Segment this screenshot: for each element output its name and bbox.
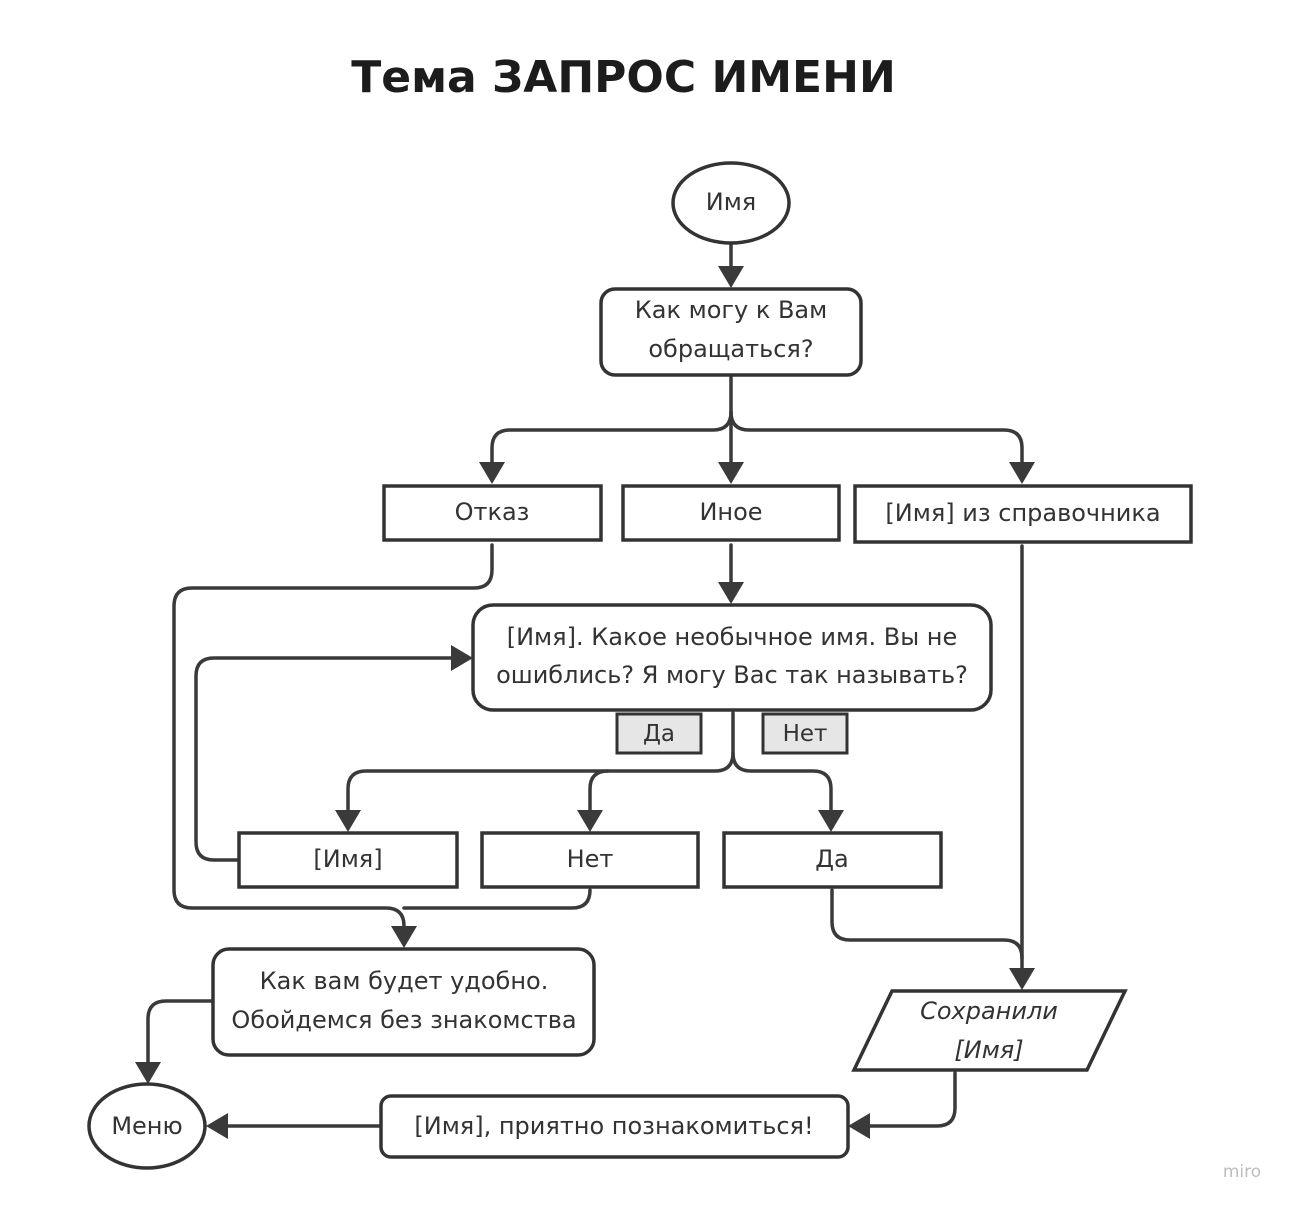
- node-refusal: Отказ: [382, 484, 603, 542]
- node-convenient-label-line2: Обойдемся без знакомства: [231, 1006, 576, 1034]
- node-no-answer: Нет: [480, 831, 700, 889]
- node-directory: [Имя] из справочника: [853, 484, 1193, 544]
- node-menu: Меню: [87, 1082, 207, 1170]
- tag-no: Нет: [761, 712, 849, 755]
- node-other-label: Иное: [699, 498, 762, 526]
- connector-ask-to-directory: [729, 410, 1024, 469]
- tag-yes: Да: [615, 712, 703, 755]
- arrowhead: [718, 266, 744, 288]
- arrowhead: [577, 810, 603, 832]
- node-nice-to-meet: [Имя], приятно познакомиться!: [379, 1094, 850, 1159]
- connector-saved-to-nice: [864, 1071, 957, 1128]
- arrowhead: [1009, 462, 1035, 484]
- node-start: Имя: [671, 161, 791, 245]
- tag-yes-label: Да: [643, 721, 675, 747]
- node-saved-name: Сохранили [Имя]: [851, 989, 1128, 1072]
- node-name-answer: [Имя]: [237, 831, 459, 889]
- connector-yes-to-saved: [830, 888, 1024, 960]
- node-convenient: Как вам будет удобно. Обойдемся без знак…: [211, 947, 596, 1057]
- connector-ask-to-refusal: [490, 410, 733, 469]
- connector-unusual-to-no: [588, 751, 735, 817]
- connector-no-to-convenient: [402, 888, 592, 910]
- node-nice-to-meet-label: [Имя], приятно познакомиться!: [414, 1112, 813, 1140]
- arrowhead: [335, 810, 361, 832]
- arrowhead: [718, 462, 744, 484]
- node-ask-label-line2: обращаться?: [648, 335, 813, 363]
- connector-refusal-to-convenient: [172, 543, 494, 932]
- node-yes-answer: Да: [722, 831, 943, 889]
- node-convenient-label-line1: Как вам будет удобно.: [260, 967, 549, 995]
- arrowhead: [1009, 968, 1035, 990]
- node-directory-label: [Имя] из справочника: [885, 499, 1160, 527]
- connector-unusual-to-yes: [731, 711, 833, 817]
- node-other: Иное: [621, 484, 841, 542]
- connector-convenient-to-menu: [146, 999, 214, 1068]
- arrowhead: [818, 810, 844, 832]
- node-ask-label-line1: Как могу к Вам: [635, 296, 828, 324]
- node-unusual-label-line1: [Имя]. Какое необычное имя. Вы не: [507, 623, 958, 651]
- arrowhead: [848, 1113, 870, 1139]
- arrowhead: [206, 1113, 228, 1139]
- node-name-answer-label: [Имя]: [313, 845, 382, 873]
- connector-name-to-unusual: [194, 656, 457, 862]
- connectors: [135, 242, 1035, 1139]
- node-saved-label-line1: Сохранили: [920, 997, 1058, 1025]
- node-start-label: Имя: [706, 188, 757, 216]
- node-unusual-label-line2: ошиблись? Я могу Вас так называть?: [496, 661, 968, 689]
- arrowhead: [718, 582, 744, 604]
- miro-watermark: miro: [1223, 1162, 1261, 1182]
- diagram-title: Тема ЗАПРОС ИМЕНИ: [351, 52, 896, 103]
- node-unusual-name: [Имя]. Какое необычное имя. Вы не ошибли…: [471, 603, 993, 712]
- node-no-answer-label: Нет: [567, 845, 614, 873]
- arrowhead: [391, 926, 417, 948]
- connector-unusual-to-name: [346, 769, 610, 817]
- node-menu-label: Меню: [111, 1112, 182, 1140]
- tag-no-label: Нет: [783, 721, 828, 747]
- node-ask-how-to-address: Как могу к Вам обращаться?: [599, 287, 863, 377]
- arrowhead: [479, 462, 505, 484]
- arrowhead: [135, 1062, 161, 1084]
- arrowhead: [451, 645, 473, 671]
- node-saved-label-line2: [Имя]: [954, 1036, 1023, 1064]
- node-yes-answer-label: Да: [815, 845, 848, 873]
- node-refusal-label: Отказ: [455, 498, 530, 526]
